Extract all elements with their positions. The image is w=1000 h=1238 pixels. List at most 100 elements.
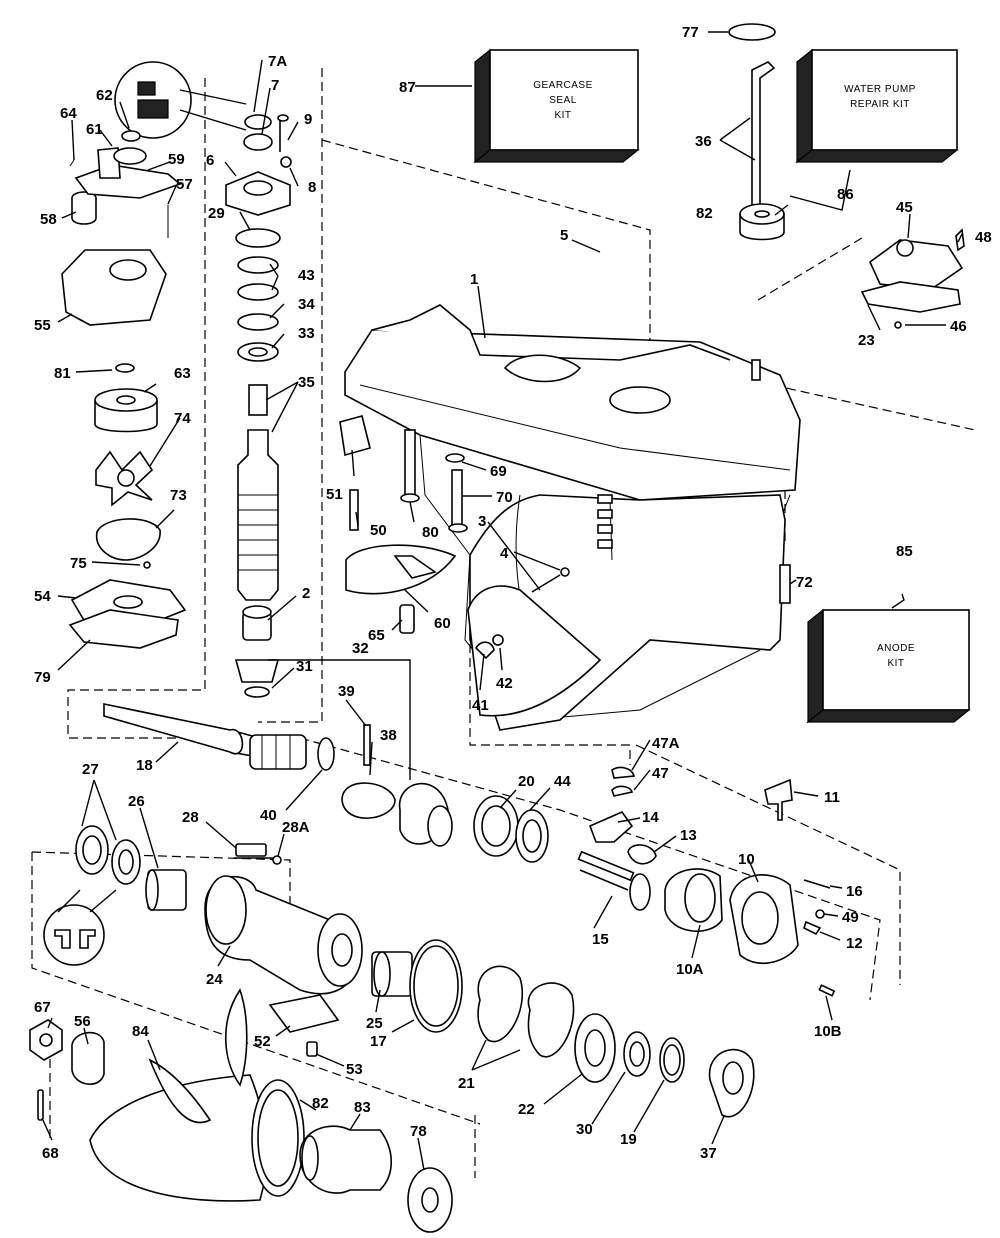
callout-84: 84 (132, 1023, 149, 1040)
callout-16: 16 (846, 883, 863, 900)
callout-52: 52 (254, 1033, 271, 1050)
water-pump-repair-kit-box: WATER PUMP REPAIR KIT (795, 48, 959, 164)
callout-44: 44 (554, 773, 571, 790)
callout-21: 21 (458, 1075, 475, 1092)
callout-80: 80 (422, 524, 439, 541)
callout-3: 3 (478, 513, 486, 530)
callout-60: 60 (434, 615, 451, 632)
callout-82-upper: 82 (696, 205, 713, 222)
clutch-dog (341, 782, 396, 819)
callout-40: 40 (260, 807, 277, 824)
callout-7: 7 (271, 77, 279, 94)
callout-70: 70 (496, 489, 513, 506)
callout-2: 2 (302, 585, 310, 602)
shift-rod (751, 61, 776, 226)
callout-22: 22 (518, 1101, 535, 1118)
anode-kit-box: ANODE KIT (806, 608, 971, 724)
callout-87: 87 (399, 79, 416, 96)
callout-72: 72 (796, 574, 813, 591)
water-pump-kit-line-2: REPAIR KIT (850, 99, 910, 110)
callout-27: 27 (82, 761, 99, 778)
callout-10B: 10B (814, 1023, 842, 1040)
plate-gasket (68, 609, 179, 649)
gearcase-seal-kit-box: GEARCASE SEAL KIT (473, 48, 640, 164)
trim-tab-anode (345, 544, 457, 595)
callout-63: 63 (174, 365, 191, 382)
retaining-ring-2 (527, 982, 575, 1058)
callout-28: 28 (182, 809, 199, 826)
callout-75: 75 (70, 555, 87, 572)
callout-74: 74 (174, 410, 191, 427)
prop-hub-adapter (299, 1125, 392, 1194)
callout-45: 45 (896, 199, 913, 216)
retaining-ring-1 (477, 965, 524, 1043)
callout-17: 17 (370, 1033, 387, 1050)
callout-50: 50 (370, 522, 387, 539)
propshaft-assembly (103, 703, 549, 863)
callout-54: 54 (34, 588, 51, 605)
callout-43: 43 (298, 267, 315, 284)
callout-82-lower: 82 (312, 1095, 329, 1112)
callout-78: 78 (410, 1123, 427, 1140)
leader-lines (41, 31, 963, 1171)
callout-47: 47 (652, 765, 669, 782)
callout-24: 24 (206, 971, 223, 988)
callout-14: 14 (642, 809, 659, 826)
impeller-oring (95, 518, 161, 561)
anode-block (339, 415, 371, 457)
gearcase-kit-line-3: KIT (554, 110, 571, 121)
callout-73: 73 (170, 487, 187, 504)
gearcase-housing (344, 304, 801, 731)
callout-62: 62 (96, 87, 113, 104)
shift-mechanism (577, 778, 836, 997)
callout-30: 30 (576, 1121, 593, 1138)
callout-11: 11 (824, 789, 840, 806)
callout-25: 25 (366, 1015, 383, 1032)
callout-53: 53 (346, 1061, 363, 1078)
callout-64: 64 (60, 105, 77, 122)
anode-kit-line-1: ANODE (877, 643, 915, 654)
pump-housing (61, 249, 167, 326)
driveshaft (237, 429, 279, 601)
callout-10: 10 (738, 851, 755, 868)
callout-48: 48 (975, 229, 992, 246)
water-pump-parts (61, 61, 247, 649)
callout-8: 8 (308, 179, 316, 196)
callout-28A: 28A (282, 819, 310, 836)
callout-labels: 87 77 36 82 86 5 1 45 48 23 46 7A 7 9 8 … (34, 24, 992, 1162)
callout-55: 55 (34, 317, 51, 334)
shift-rod-parts (728, 23, 965, 381)
callout-34: 34 (298, 296, 315, 313)
driveshaft-stack (225, 114, 292, 698)
callout-6: 6 (206, 152, 214, 169)
callout-1: 1 (470, 271, 478, 288)
callout-9: 9 (304, 111, 312, 128)
anode-52 (268, 994, 340, 1033)
callout-12: 12 (846, 935, 863, 952)
callout-57: 57 (176, 176, 193, 193)
callout-56: 56 (74, 1013, 91, 1030)
assembly-dashed-lines (31, 68, 976, 1178)
callout-31: 31 (296, 658, 313, 675)
callout-23: 23 (858, 332, 875, 349)
callout-19: 19 (620, 1131, 637, 1148)
callout-10A: 10A (676, 961, 704, 978)
gearcase-kit-line-2: SEAL (549, 95, 577, 106)
callout-79: 79 (34, 669, 51, 686)
callout-18: 18 (136, 757, 153, 774)
callout-7A: 7A (268, 53, 287, 70)
callout-83: 83 (354, 1099, 371, 1116)
callout-33: 33 (298, 325, 315, 342)
water-tube-seal-plate (869, 239, 964, 291)
shift-lever (764, 778, 793, 821)
callout-15: 15 (592, 931, 609, 948)
callout-32: 32 (352, 640, 369, 657)
callout-36: 36 (695, 133, 712, 150)
water-pump-kit-line-1: WATER PUMP (844, 84, 916, 95)
callout-69: 69 (490, 463, 507, 480)
callout-26: 26 (128, 793, 145, 810)
callout-46: 46 (950, 318, 967, 335)
callout-77: 77 (682, 24, 699, 41)
callout-85: 85 (896, 543, 913, 560)
